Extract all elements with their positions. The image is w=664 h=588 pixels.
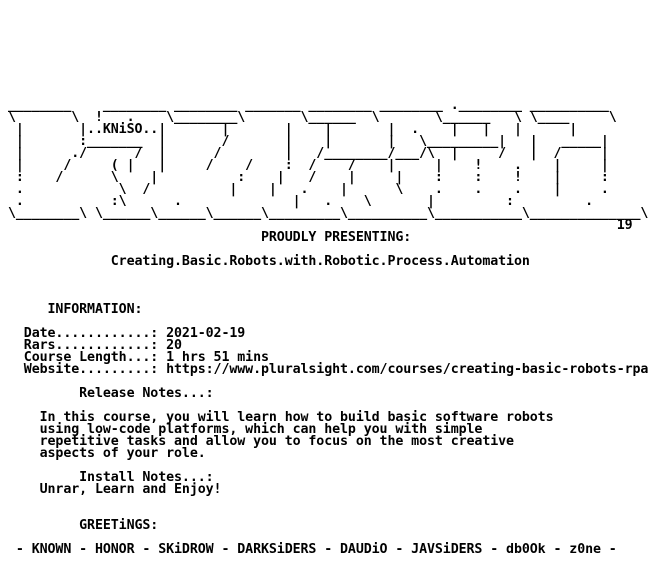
nfo-line: : / \ | : | / | | : : ! | :	[8, 170, 609, 185]
nfo-line	[8, 16, 648, 28]
nfo-line	[8, 280, 648, 292]
nfo-line: | :_______ | / | | | \_________| | _____…	[8, 134, 609, 149]
nfo-line: | / ( | | / / : / / | | ! . | |	[8, 158, 609, 173]
nfo-line: Unrar, Learn and Enjoy!	[8, 482, 222, 497]
nfo-line: Course Length...: 1 hrs 51 mins	[8, 350, 269, 365]
nfo-line	[8, 4, 648, 16]
nfo-line: \________\ \______\______\______\_______…	[8, 206, 649, 221]
nfo-line: \ \ ! . \________\ \______ \ \______ \ \…	[8, 110, 617, 125]
nfo-line: - KNOWN - HONOR - SKiDROW - DARKSiDERS -…	[8, 542, 617, 557]
nfo-line: INFORMATION:	[8, 302, 143, 317]
nfo-line: Website.........: https://www.pluralsigh…	[8, 362, 649, 377]
nfo-line: Creating.Basic.Robots.with.Robotic.Proce…	[8, 254, 530, 269]
nfo-line: | |..KNiSO..| | | | | . | | | |	[8, 122, 578, 137]
nfo-line: Release Notes...:	[8, 386, 214, 401]
nfo-line: GREETiNGS:	[8, 518, 159, 533]
nfo-line	[8, 496, 648, 508]
nfo-line	[8, 52, 648, 64]
nfo-line: Rars............: 20	[8, 338, 182, 353]
nfo-line: ________ ________ ________ _______ _____…	[8, 98, 609, 113]
nfo-line: using low-code platforms, which can help…	[8, 422, 483, 437]
nfo-line	[8, 76, 648, 88]
nfo-line	[8, 268, 648, 280]
nfo-line: . :\ . | . \ | : .	[8, 194, 594, 209]
nfo-line: . \ / | | . | \ . . . | .	[8, 182, 609, 197]
nfo-line: aspects of your role.	[8, 446, 206, 461]
nfo-line: PROUDLY PRESENTING:	[8, 230, 412, 245]
nfo-text-block: ________ ________ ________ _______ _____…	[8, 4, 648, 556]
nfo-line: | ./ / | / | /________/___/\ | / | / |	[8, 146, 609, 161]
nfo-line	[8, 40, 648, 52]
nfo-line: In this course, you will learn how to bu…	[8, 410, 554, 425]
nfo-line	[8, 28, 648, 40]
nfo-line: Install Notes...:	[8, 470, 214, 485]
nfo-line	[8, 64, 648, 76]
nfo-line: Date............: 2021-02-19	[8, 326, 246, 341]
nfo-line: 19	[8, 218, 633, 233]
nfo-line: repetitive tasks and allow you to focus …	[8, 434, 514, 449]
